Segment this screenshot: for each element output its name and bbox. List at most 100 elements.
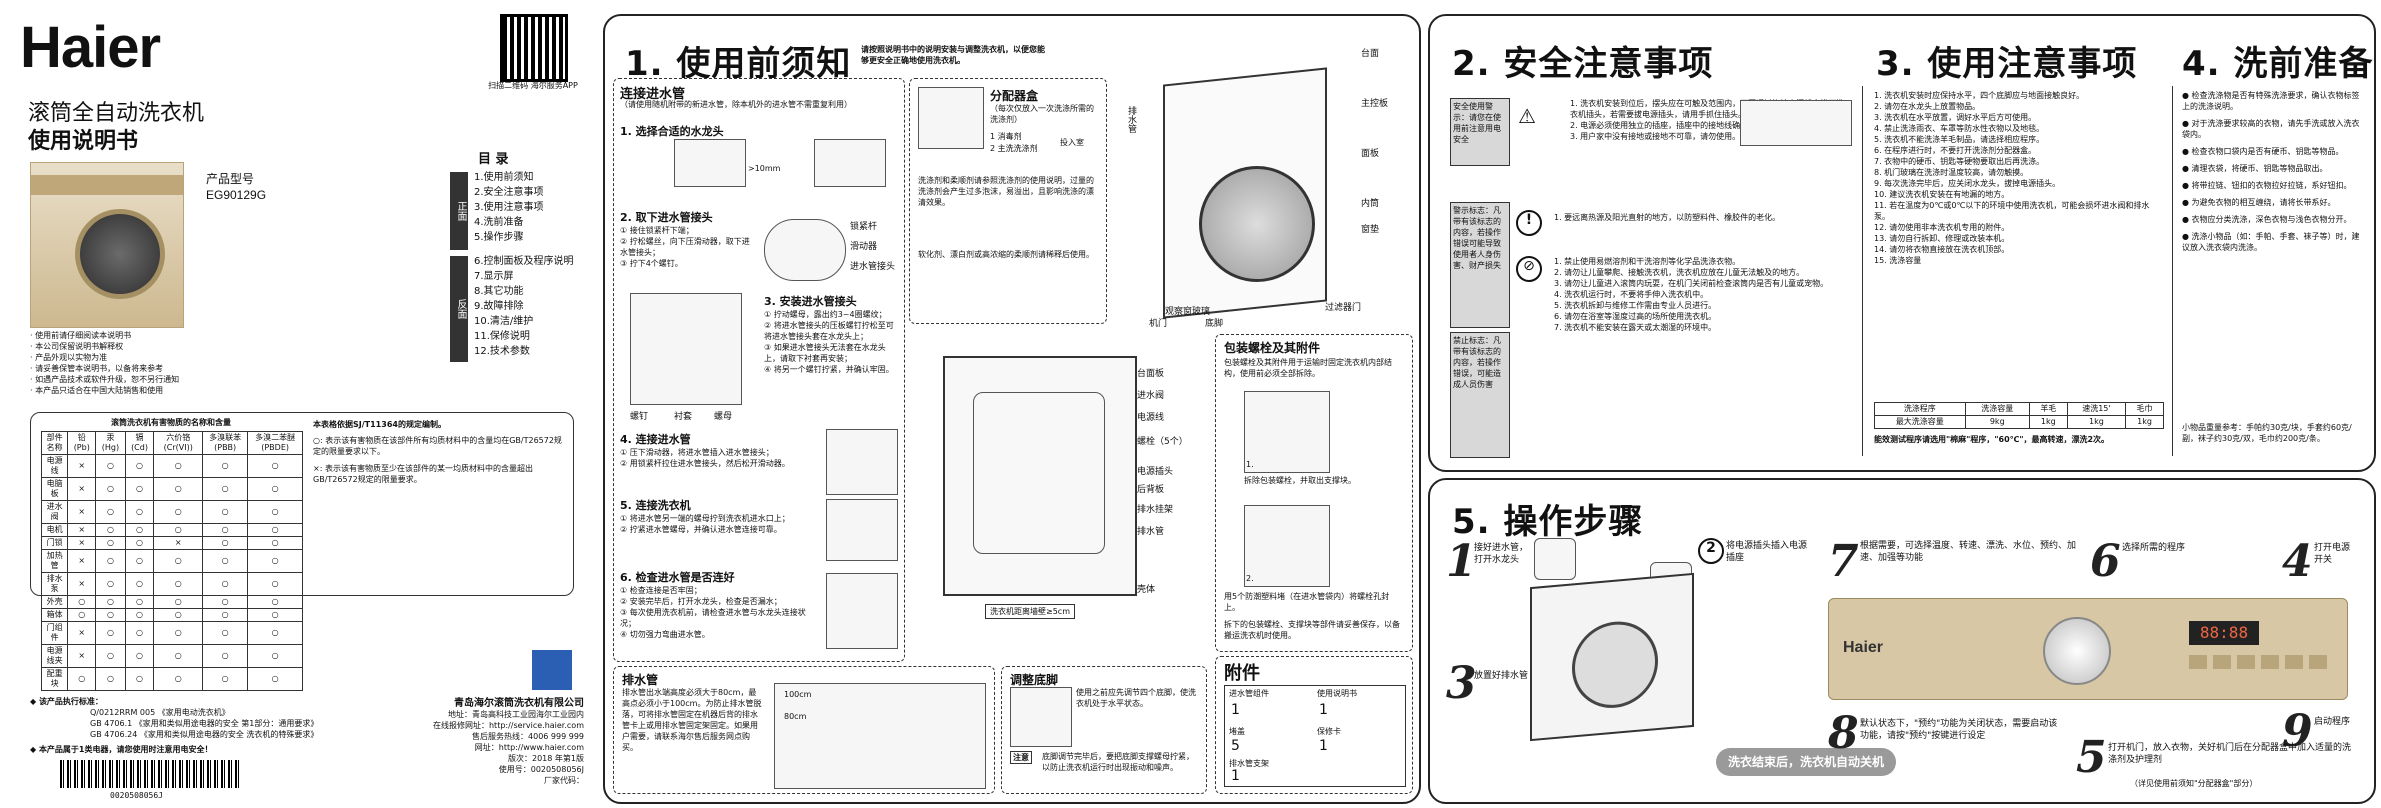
version-label: 版次： [508,754,532,763]
toc-item[interactable]: 10.清洁/维护 [474,316,534,327]
online-label: 在线报修网址： [432,721,489,730]
section3-item: 2. 请勿在水龙头上放置物品。 [1874,102,1981,111]
step6-number: 6 [2090,536,2121,587]
step2-item: ③ 拧下4个螺钉。 [620,259,683,268]
toc-item[interactable]: 5.操作步骤 [474,232,524,243]
qr-code[interactable] [500,14,568,82]
toc-item[interactable]: 2.安全注意事项 [474,187,544,198]
back-label-top: 台面板 [1137,369,1165,379]
label-bushing: 衬套 [674,412,693,422]
panel-buttons[interactable] [2189,655,2329,669]
warn1-item: 3. 用户家中没有接地或接地不可靠，请勿使用。 [1570,132,1741,141]
toc-item[interactable]: 6.控制面板及程序说明 [474,256,574,267]
hazard-cell: × [67,644,97,668]
section3-title: 3. 使用注意事项 [1876,44,2138,84]
toc-item[interactable]: 1.使用前须知 [474,172,534,183]
step3-item: ② 将进水管接头的压板螺钉拧松至可将进水管接头套在水龙头上； [764,321,894,341]
hazard-cell: ○ [153,608,204,622]
hazard-cell: ○ [247,536,303,550]
section1-subtitle: 请按照说明书中的说明安装与调整洗衣机，以便您能够更安全正确地使用洗衣机。 [861,45,1045,65]
barcode [60,760,240,788]
capacity-row: 最大洗涤容量 9kg 1kg 1kg 1kg [1874,415,2164,429]
step2-list: ① 接住锁紧杆下端； ② 拧松螺丝，向下压滑动器，取下进水管接头； ③ 拧下4个… [620,225,750,269]
hazard-cell: ○ [153,477,204,501]
toc-item[interactable]: 9.故障排除 [474,301,524,312]
hazard-cell: ○ [247,621,303,645]
step9-number: 9 [2282,706,2313,757]
toc-item[interactable]: 3.使用注意事项 [474,202,544,213]
label-inlet-joint: 进水管接头 [850,262,896,272]
drain-title: 排水管 [622,673,659,687]
front-label-filter-door: 过滤器门 [1325,303,1362,313]
hazard-cell: ○ [95,549,126,573]
front-view-illus [1143,56,1353,326]
step3-item: ③ 如果进水管接头无法套在水龙头上，请取下衬套再安装； [764,343,886,363]
toc-item[interactable]: 12.技术参数 [474,346,530,357]
section3-item: 9. 每次洗涤完毕后，应关闭水龙头，拔掉电源插头。 [1874,179,2061,188]
faucet-ok-illus [674,139,746,187]
step4-number: 4 [2282,536,2313,587]
company-block: 青岛海尔滚筒洗衣机有限公司 地址：青岛高科技工业园海尔工业园内 在线报修网址：h… [408,698,584,786]
standard-item: GB 4706.1 《家用和类似用途电器的安全 第1部分：通用要求》 [90,719,319,728]
standards-block: ◆ 该产品执行标准： Q/0212RRM 005 《家用电动洗衣机》 GB 47… [30,696,430,755]
label-lock-lever: 锁紧杆 [850,222,878,232]
hazard-cell: ○ [95,477,126,501]
hazard-note-title: 本表格依据SJ/T11364的规定编制。 [313,420,446,429]
back-label-hanger: 排水挂架 [1137,505,1174,515]
online-url[interactable]: http://service.haier.com [488,721,584,730]
warn3-sidebar: 禁止标志：凡带有该标志的内容，若操作错误，可能造成人员伤害 [1450,332,1510,458]
section4-item: ● 检查洗涤物是否有特殊洗涤要求，确认衣物标签上的洗涤说明。 [2182,91,2360,111]
dispenser-text: 洗涤剂和柔顺剂请参照洗涤剂的使用说明，过量的洗涤剂会产生过多泡沫，易溢出，且影响… [918,176,1094,207]
dispenser-illus [918,87,984,149]
partno-label: 使用号： [498,765,531,774]
cover-note: · 使用前请仔细阅读本说明书 [30,331,132,340]
step5-list: ① 将进水管另一端的螺母拧到洗衣机进水口上； ② 拧紧进水管螺母，并确认进水管连… [620,513,820,535]
control-panel-illus: Haier 88:88 [1828,598,2348,700]
capacity-header-row: 洗涤程序 洗涤容量 羊毛 速洗15' 毛巾 [1874,402,2164,416]
hazard-cell: ○ [124,621,155,645]
hazard-cell: ○ [95,500,126,524]
prohibit-item: 7. 洗衣机不能安装在露天或太潮湿的环境中。 [1554,323,1717,332]
hazard-row: 加热管×○○○○○ [40,549,303,573]
toc-item[interactable]: 11.保修说明 [474,331,530,342]
hazard-cell: ○ [95,572,126,596]
standard-item: GB 4706.24 《家用和类似用途电器的安全 洗衣机的特殊要求》 [90,730,319,739]
section4-item: ● 检查衣物口袋内是否有硬币、钥匙等物品。 [2182,147,2344,156]
toc-title: 目 录 [478,152,509,167]
program-knob[interactable] [2043,617,2111,685]
section3-item: 13. 请勿自行拆卸、修理或改装本机。 [1874,234,2010,243]
hazard-cell: ○ [247,454,303,478]
front-label-panel: 面板 [1361,149,1380,159]
hazard-cell: ○ [124,477,155,501]
toc-item[interactable]: 4.洗前准备 [474,217,524,228]
package-text: 包装螺栓及其附件用于运输时固定洗衣机内部结构，使用前必须全部拆除。 [1224,358,1392,378]
hazard-cell: ○ [124,644,155,668]
hazard-header: 六价铬 (Cr(VI)) [153,431,204,455]
step2-number: 2 [1698,538,1724,564]
back-distance-note: 洗衣机距离墙壁≥5cm [985,604,1075,619]
hazard-cell: ○ [247,477,303,501]
toc-item[interactable]: 8.其它功能 [474,286,524,297]
hazard-cell: × [67,549,97,573]
hazard-table: 部件名称 铅 (Pb) 汞 (Hg) 镉 (Cd) 六价铬 (Cr(VI)) 多… [40,431,303,691]
hazard-cell: ○ [153,572,204,596]
toc-item[interactable]: 7.显示屏 [474,271,514,282]
op-step5-note: （详见使用前须知"分配器盒"部分） [2130,779,2258,788]
package-step2-illus [1244,505,1330,587]
hazard-cell: × [67,500,97,524]
site-url[interactable]: http://www.haier.com [498,743,584,752]
hazard-row: 进水阀×○○○○○ [40,500,303,524]
prohibit-list: 1. 禁止使用易燃溶剂和干洗溶剂等化学品洗涤衣物。 2. 请勿让儿童攀爬、接触洗… [1554,256,1854,333]
prohibit-item: 5. 洗衣机拆卸与维修工作需由专业人员进行。 [1554,301,1717,310]
step3-number: 3 [1446,658,1477,709]
hazard-cell: ○ [67,667,97,691]
hazard-cell: ○ [124,500,155,524]
cover-note: · 请妥善保管本说明书，以备将来参考 [30,364,164,373]
hazard-cell: ○ [202,477,249,501]
accessory-item: 保修卡 [1317,726,1341,737]
capacity-table: 洗涤程序 洗涤容量 羊毛 速洗15' 毛巾 最大洗涤容量 9kg 1kg 1kg… [1874,402,2164,429]
qr-caption: 扫描二维码 海尔服务APP [488,81,578,90]
cover-note: · 产品外观以实物为准 [30,353,108,362]
hazard-cell: ○ [153,523,204,537]
capacity-cell: 最大洗涤容量 [1874,415,1966,429]
